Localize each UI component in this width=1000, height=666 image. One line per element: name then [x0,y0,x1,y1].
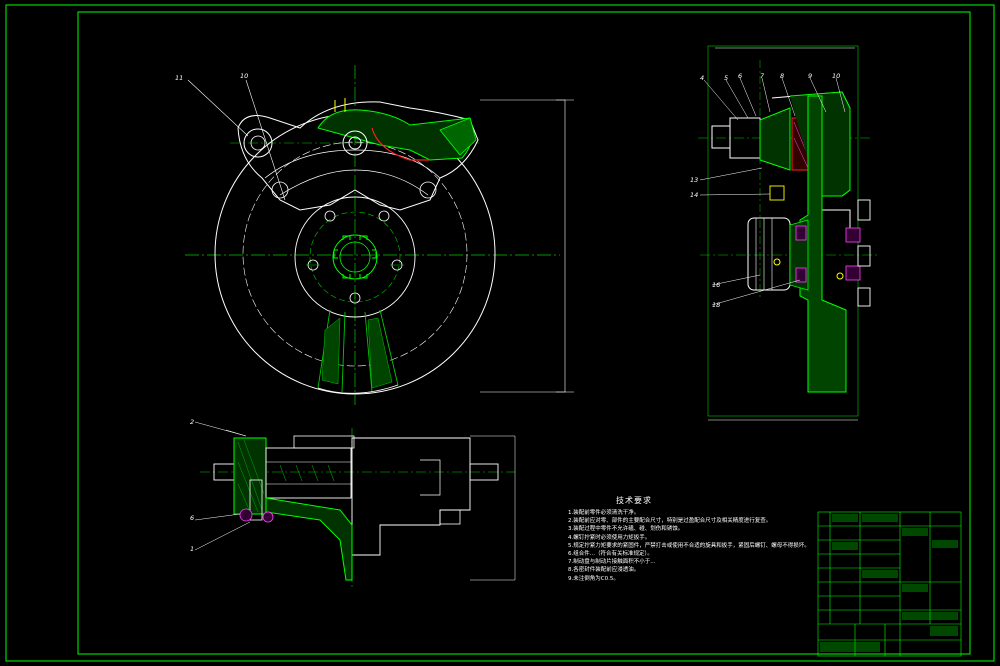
callout-8: 8 [780,72,784,80]
callout-4: 4 [700,74,704,82]
callout-18: 18 [712,301,720,309]
callout-10-side: 10 [832,72,840,80]
callout-16: 16 [712,281,720,289]
callout-9: 9 [808,72,812,80]
inner-frame [77,11,971,655]
callout-6: 6 [738,72,742,80]
callout-7: 7 [760,72,765,80]
note-line: 9.未注倒角为C0.5。 [568,575,619,582]
title-block-fills [820,514,958,652]
note-line: 4.螺钉拧紧时必须使用力矩扳手。 [568,534,651,541]
note-line: 1.装配前零件必须清洗干净。 [568,510,640,516]
notes-title: 技术要求 [616,496,652,505]
outer-frame [5,4,995,662]
plan-view: 2 6 1 [190,418,516,588]
technical-requirements: 技术要求 1.装配前零件必须清洗干净。 2.装配前应对零、部件的主要配合尺寸，特… [568,496,808,583]
note-line: 2.装配前应对零、部件的主要配合尺寸，特别是过盈配合尺寸及相关精度进行复查。 [568,518,772,525]
callout-10: 10 [240,72,248,80]
callout-6-bottom: 6 [190,514,194,522]
callout-14: 14 [690,191,698,199]
note-line: 3.装配过程中零件不允许磕、碰、划伤和锈蚀。 [568,526,684,533]
callout-13: 13 [690,176,698,184]
note-line: 6.组合件...（符合有关标准规定）。 [568,551,653,558]
title-block [817,511,962,657]
note-line: 7.制动盘与制动片接触面积不小于... [568,559,656,566]
callout-1: 1 [190,545,194,553]
side-section-view: 4 5 6 7 8 9 10 13 14 16 18 [690,45,878,421]
callout-11: 11 [175,74,183,82]
note-line: 8.各密封件装配前应浸透油。 [568,567,640,574]
callout-5: 5 [724,74,728,82]
callout-2: 2 [190,418,194,426]
note-line: 5.规定拧紧力矩要求的紧固件，严禁打击或使用不合适的旋具和扳手，紧固后螺钉、螺母… [568,542,808,549]
front-view: 11 10 [175,65,574,405]
